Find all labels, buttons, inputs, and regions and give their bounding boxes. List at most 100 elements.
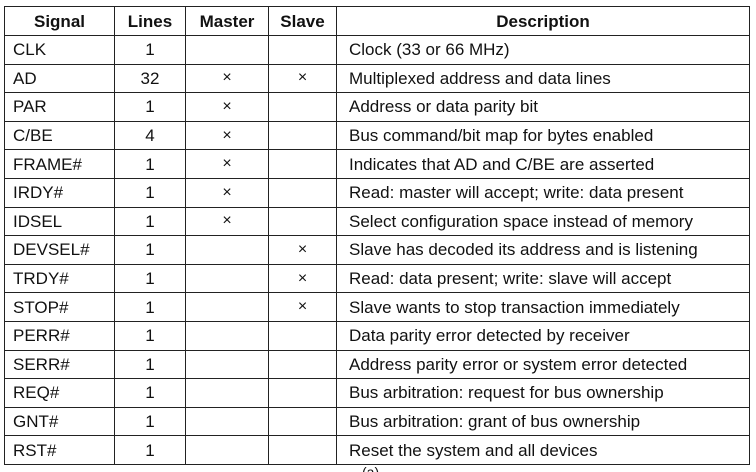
cell-slave [268, 378, 337, 408]
cell-lines: 1 [114, 320, 186, 351]
cell-description: Select configuration space instead of me… [336, 206, 750, 237]
cell-description: Reset the system and all devices [336, 435, 750, 465]
cell-master [185, 378, 269, 408]
cell-lines: 1 [114, 435, 186, 465]
table-row: RST#1 Reset the system and all devices [4, 435, 750, 465]
cell-description: Bus command/bit map for bytes enabled [336, 120, 750, 151]
header-slave: Slave [268, 6, 337, 36]
cell-signal: TRDY# [4, 263, 115, 294]
cell-signal: REQ# [4, 378, 115, 408]
table-row: DEVSEL#1 ×Slave has decoded its address a… [4, 235, 750, 265]
cell-slave [268, 149, 337, 179]
cell-signal: IDSEL [4, 206, 115, 237]
cell-master [185, 435, 269, 465]
cell-slave: × [268, 292, 337, 322]
table-row: GNT#1 Bus arbitration: grant of bus owner… [4, 406, 750, 437]
cell-master [185, 349, 269, 380]
header-row: Signal Lines Master Slave Description [4, 6, 750, 36]
table-row: REQ#1 Bus arbitration: request for bus ow… [4, 378, 750, 408]
cell-lines: 1 [114, 177, 186, 208]
cell-slave [268, 92, 337, 122]
cell-lines: 1 [114, 378, 186, 408]
caption-fragment: (a) [362, 465, 392, 472]
cell-description: Read: master will accept; write: data pr… [336, 177, 750, 208]
table-row: SERR#1 Address parity error or system err… [4, 349, 750, 380]
cell-lines: 32 [114, 63, 186, 94]
cell-description: Multiplexed address and data lines [336, 63, 750, 94]
cell-master [185, 320, 269, 351]
cell-lines: 1 [114, 35, 186, 65]
cell-description: Data parity error detected by receiver [336, 320, 750, 351]
cell-master: × [185, 120, 269, 151]
cell-slave: × [268, 263, 337, 294]
cell-signal: DEVSEL# [4, 235, 115, 265]
cell-master: × [185, 63, 269, 94]
cell-slave: × [268, 235, 337, 265]
cell-description: Slave wants to stop transaction immediat… [336, 292, 750, 322]
cell-slave [268, 320, 337, 351]
cell-signal: CLK [4, 35, 115, 65]
cell-lines: 1 [114, 263, 186, 294]
cell-description: Slave has decoded its address and is lis… [336, 235, 750, 265]
cell-signal: GNT# [4, 406, 115, 437]
table-row: IRDY#1× Read: master will accept; write: … [4, 177, 750, 208]
cell-lines: 4 [114, 120, 186, 151]
cell-signal: PERR# [4, 320, 115, 351]
cell-master [185, 406, 269, 437]
cell-master: × [185, 92, 269, 122]
cell-slave [268, 206, 337, 237]
cell-master [185, 263, 269, 294]
cell-lines: 1 [114, 206, 186, 237]
table-row: TRDY#1 ×Read: data present; write: slave … [4, 263, 750, 294]
cell-signal: AD [4, 63, 115, 94]
cell-slave [268, 177, 337, 208]
cell-description: Bus arbitration: request for bus ownersh… [336, 378, 750, 408]
cell-slave: × [268, 63, 337, 94]
cell-lines: 1 [114, 349, 186, 380]
cell-description: Address or data parity bit [336, 92, 750, 122]
table-header: Signal Lines Master Slave Description [4, 6, 750, 36]
cell-master [185, 292, 269, 322]
cell-signal: STOP# [4, 292, 115, 322]
cell-lines: 1 [114, 149, 186, 179]
cell-master [185, 235, 269, 265]
cell-signal: C/BE [4, 120, 115, 151]
cell-slave [268, 406, 337, 437]
cell-signal: PAR [4, 92, 115, 122]
cell-description: Indicates that AD and C/BE are asserted [336, 149, 750, 179]
pci-signal-table-container: Signal Lines Master Slave Description CL… [4, 6, 750, 465]
header-signal: Signal [4, 6, 115, 36]
cell-description: Bus arbitration: grant of bus ownership [336, 406, 750, 437]
cell-slave [268, 435, 337, 465]
header-description: Description [336, 6, 750, 36]
cell-signal: IRDY# [4, 177, 115, 208]
cell-master: × [185, 177, 269, 208]
cell-signal: FRAME# [4, 149, 115, 179]
cell-description: Read: data present; write: slave will ac… [336, 263, 750, 294]
cell-lines: 1 [114, 406, 186, 437]
cell-master: × [185, 206, 269, 237]
table-row: STOP#1 ×Slave wants to stop transaction i… [4, 292, 750, 322]
cell-description: Clock (33 or 66 MHz) [336, 35, 750, 65]
cell-slave [268, 349, 337, 380]
cell-signal: SERR# [4, 349, 115, 380]
cell-master: × [185, 149, 269, 179]
pci-signal-table: Signal Lines Master Slave Description CL… [4, 6, 750, 465]
header-master: Master [185, 6, 269, 36]
cell-lines: 1 [114, 92, 186, 122]
cell-description: Address parity error or system error det… [336, 349, 750, 380]
cell-signal: RST# [4, 435, 115, 465]
table-row: FRAME#1× Indicates that AD and C/BE are a… [4, 149, 750, 179]
table-row: PERR#1 Data parity error detected by rece… [4, 320, 750, 351]
cell-slave [268, 120, 337, 151]
cell-lines: 1 [114, 235, 186, 265]
cell-slave [268, 35, 337, 65]
cell-master [185, 35, 269, 65]
cell-lines: 1 [114, 292, 186, 322]
